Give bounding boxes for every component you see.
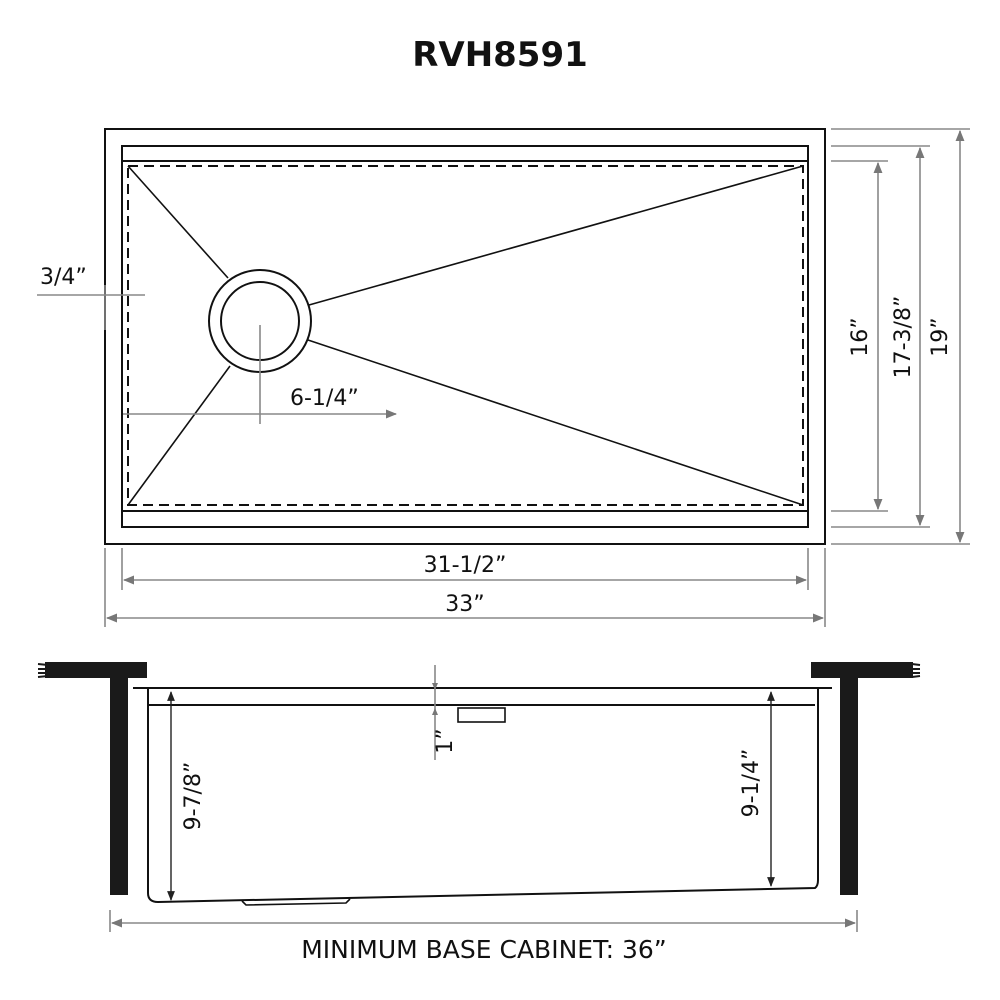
sink-basin-profile xyxy=(147,688,819,904)
countertop-left-break xyxy=(37,663,49,678)
countertop-left xyxy=(45,662,147,678)
slope-line-bottom-left xyxy=(127,365,231,506)
ledge-depth-label: 1” xyxy=(433,728,458,753)
offset-label: 3/4” xyxy=(40,265,87,290)
inner-width-label: 31-1/2” xyxy=(424,553,507,578)
drain-bottom-profile xyxy=(241,898,351,906)
ledge-arrow-bottom xyxy=(432,708,438,715)
right-depth-label: 9-1/4” xyxy=(739,749,764,818)
left-depth-label: 9-7/8” xyxy=(181,762,206,831)
basin-outline-dashed xyxy=(127,165,804,506)
ledge-bracket xyxy=(457,707,506,723)
inner-rim xyxy=(121,145,809,528)
slope-line-top-left xyxy=(127,165,229,279)
top-view: 6-1/4” 3/4” 31-1/2” 33” 16” 17-3/8” 19” xyxy=(37,128,970,627)
outer-depth-label: 19” xyxy=(928,317,953,356)
drain-center-label: 6-1/4” xyxy=(290,386,359,411)
outer-width-label: 33” xyxy=(445,592,484,617)
inner-depth-label: 16” xyxy=(848,317,873,356)
model-title: RVH8591 xyxy=(412,35,588,75)
side-view: 1” 9-7/8” 9-1/4” MINIMUM BASE CABINET: 3… xyxy=(37,662,921,964)
cabinet-wall-right xyxy=(840,678,858,895)
slope-line-top-right xyxy=(308,165,804,306)
cabinet-caption: MINIMUM BASE CABINET: 36” xyxy=(301,935,667,964)
mid-depth-label: 17-3/8” xyxy=(891,296,916,379)
outer-flange xyxy=(104,128,826,545)
countertop-right-break xyxy=(911,663,921,678)
ledge-arrow-top xyxy=(432,683,438,690)
slope-line-bottom-right xyxy=(307,339,804,506)
cabinet-wall-left xyxy=(110,678,128,895)
countertop-right xyxy=(811,662,913,678)
